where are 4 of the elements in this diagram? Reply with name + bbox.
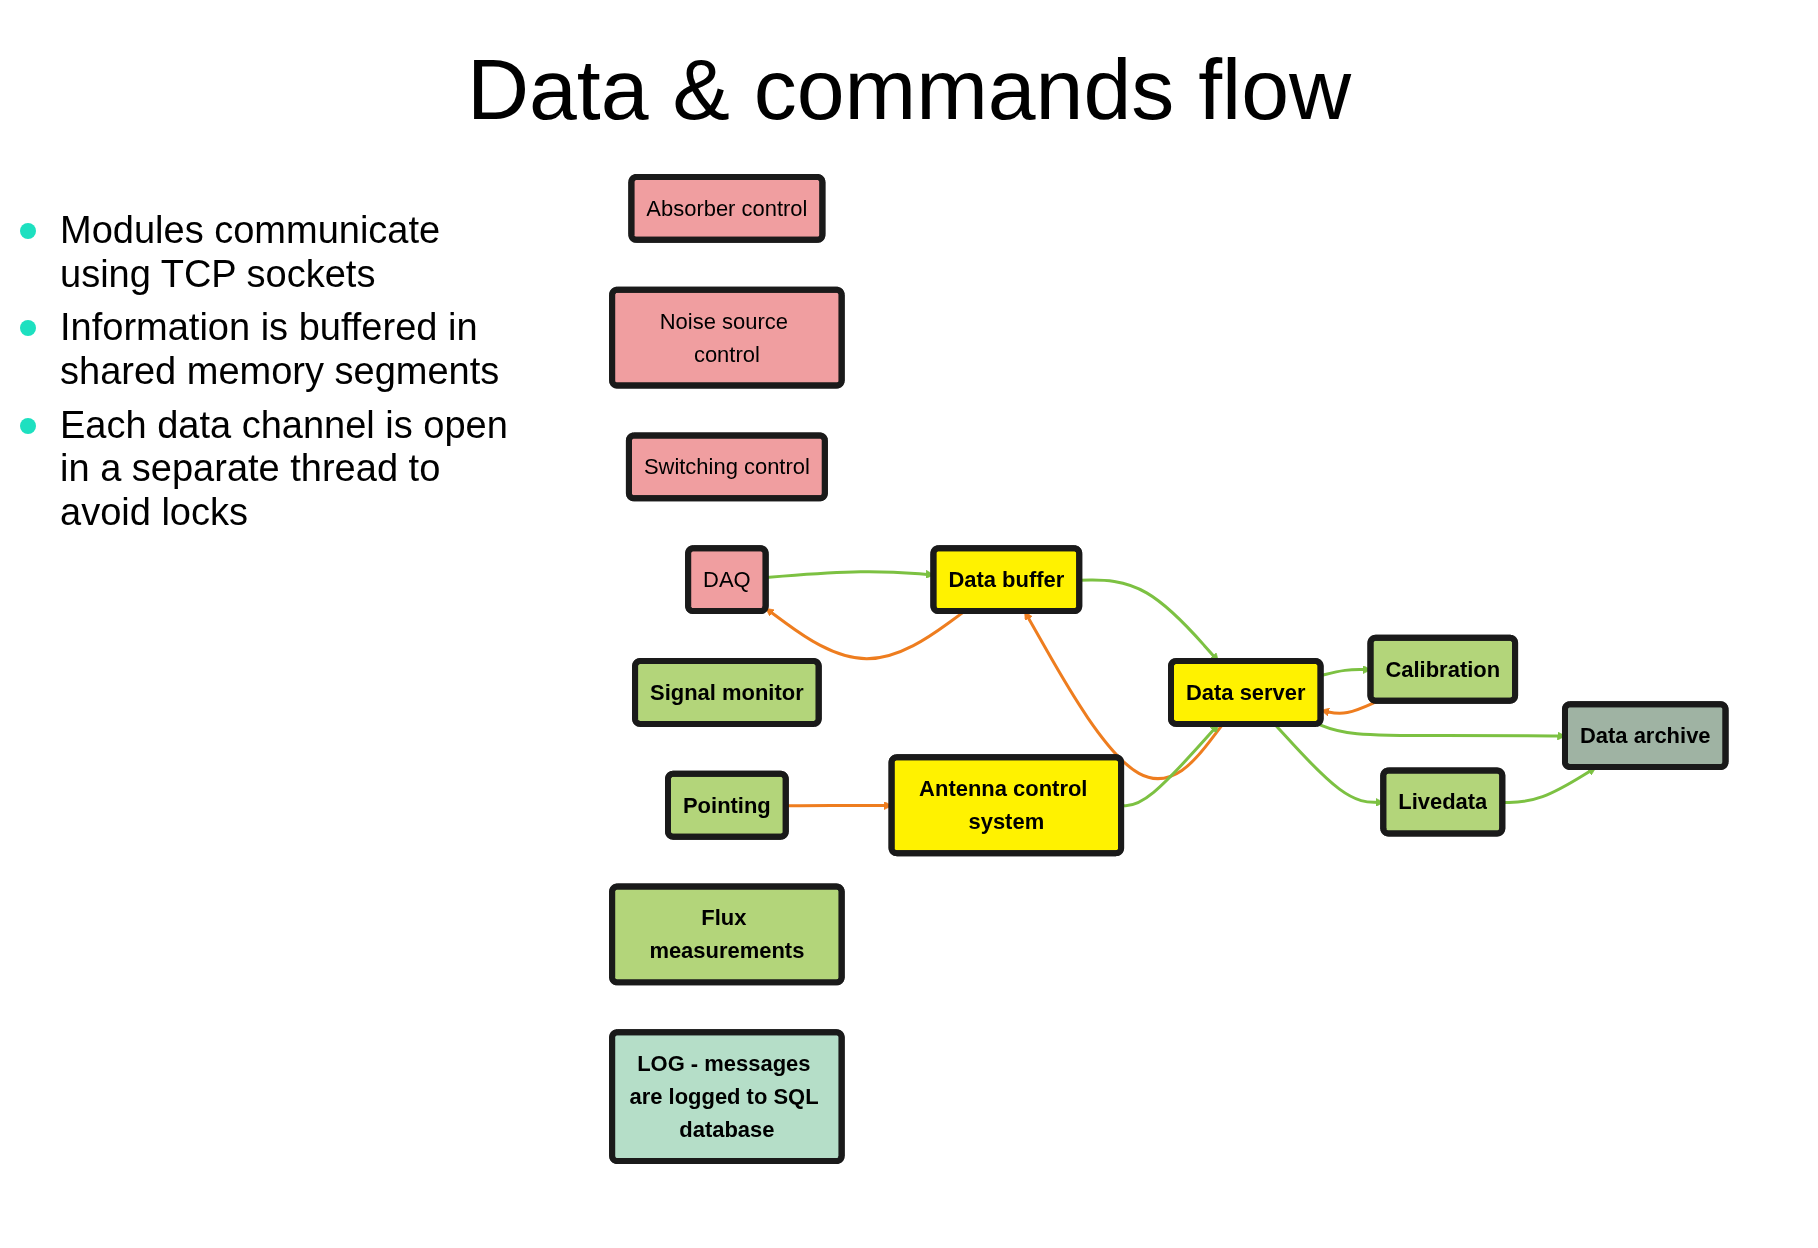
- bullet-text: Information is buffered in shared memory segments: [60, 306, 500, 393]
- title: Data & commands flow: [465, 40, 1353, 139]
- bullet-text: Each data channel is open in a separate thread to avoid locks: [60, 403, 508, 534]
- bullet-text: Modules communicate using TCP sockets: [60, 209, 441, 295]
